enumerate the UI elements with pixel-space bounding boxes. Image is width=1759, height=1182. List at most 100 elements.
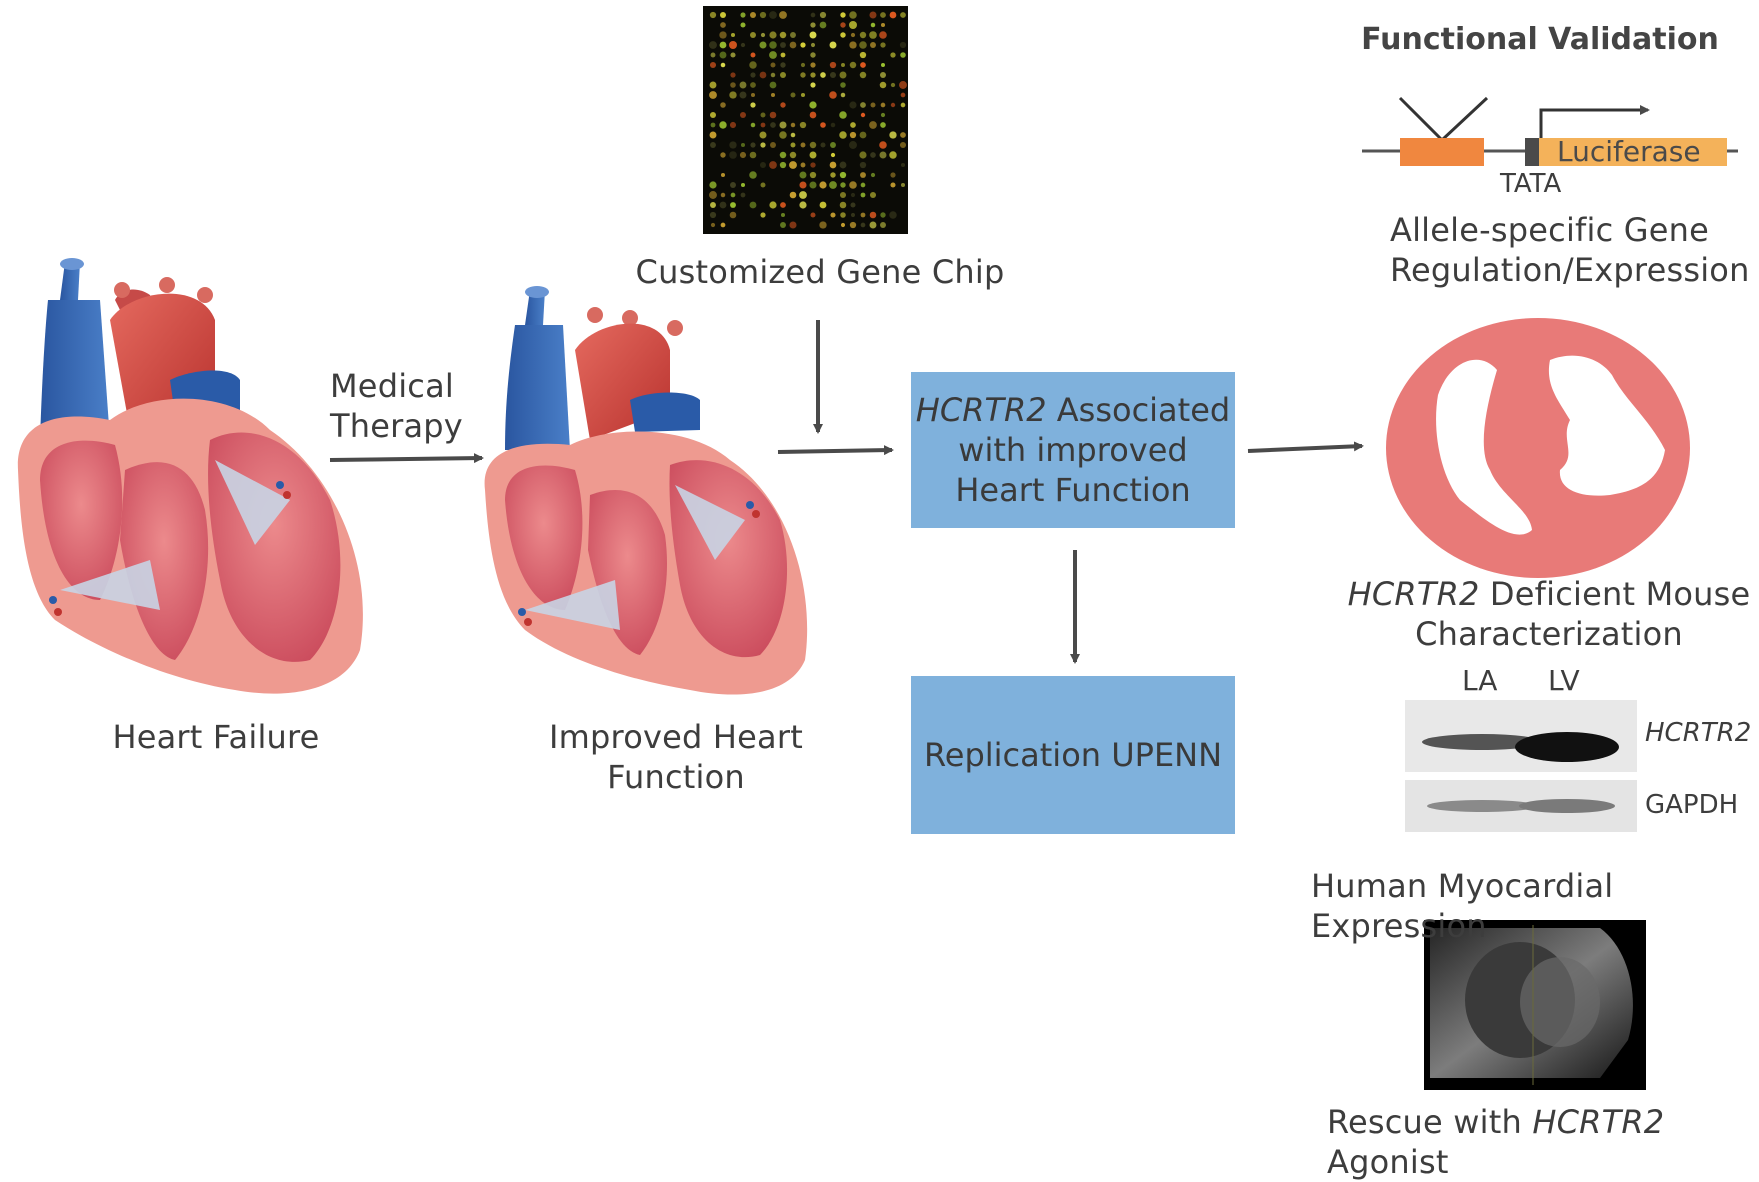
functional-validation-title: Functional Validation <box>1361 22 1719 57</box>
rescue-gene: HCRTR2 <box>1532 1103 1665 1141</box>
chip-spot <box>809 171 817 179</box>
chip-spot <box>850 192 856 198</box>
chip-spot <box>899 41 907 49</box>
assoc-box-line1-rest: Associated <box>1046 391 1231 429</box>
chip-spot <box>860 172 866 178</box>
chip-spot <box>800 62 806 68</box>
chip-spot <box>780 62 786 68</box>
allele-caption-line2: Regulation/Expression <box>1390 251 1750 289</box>
chip-spot <box>779 151 787 159</box>
mouse-caption-line1: HCRTR2 Deficient Mouse <box>1340 574 1758 614</box>
chip-spot <box>730 82 736 88</box>
chip-spot <box>730 52 736 58</box>
chip-spot <box>859 161 867 169</box>
chip-spot <box>750 122 756 128</box>
chip-spot <box>870 152 876 158</box>
chip-spot <box>780 102 786 108</box>
chip-spot <box>869 31 877 39</box>
chip-spot <box>710 202 716 208</box>
chip-spot <box>810 22 816 28</box>
mouse-caption-gene: HCRTR2 <box>1347 575 1480 613</box>
chip-spot <box>810 62 816 68</box>
chip-spot <box>720 152 726 158</box>
chip-spot <box>899 141 907 149</box>
chip-spot <box>850 32 856 38</box>
chip-spot <box>800 142 806 148</box>
chip-spot <box>810 52 816 58</box>
chip-spot <box>889 151 897 159</box>
chip-spot <box>810 212 816 218</box>
chip-spot <box>720 222 726 228</box>
chip-spot <box>770 62 776 68</box>
chip-spot <box>719 41 727 49</box>
chip-spot <box>790 32 796 38</box>
assoc-box-gene: HCRTR2 <box>915 391 1047 429</box>
western-blot <box>1405 700 1637 832</box>
chip-spot <box>860 212 866 218</box>
chip-spot <box>900 162 906 168</box>
chip-spot <box>880 212 886 218</box>
chip-spot <box>890 82 896 88</box>
chip-spot <box>749 171 757 179</box>
replication-box: Replication UPENN <box>911 676 1235 834</box>
chip-spot <box>780 52 786 58</box>
chip-spot <box>789 161 797 169</box>
chip-spot <box>859 71 867 79</box>
chip-spot <box>860 192 866 198</box>
chip-spot <box>769 161 777 169</box>
chip-spot <box>879 151 887 159</box>
chip-spot <box>760 212 766 218</box>
chip-spot <box>890 102 896 108</box>
chip-spot <box>759 131 767 139</box>
diagram-canvas <box>17 6 1738 1090</box>
chip-spot <box>840 12 846 18</box>
chip-spot <box>870 42 876 48</box>
chip-spot <box>709 191 717 199</box>
chip-spot <box>720 102 726 108</box>
chip-spot <box>839 201 847 209</box>
chip-spot <box>829 61 837 69</box>
chip-spot <box>880 112 886 118</box>
chip-spot <box>719 201 727 209</box>
chip-spot <box>809 31 817 39</box>
chip-spot <box>800 92 806 98</box>
chip-spot <box>730 192 736 198</box>
chip-spot <box>769 51 777 59</box>
chip-spot <box>780 222 786 228</box>
chip-spot <box>820 142 826 148</box>
chip-spot <box>759 41 767 49</box>
chip-spot <box>839 131 847 139</box>
improved-heart-label-line2: Function <box>607 758 745 796</box>
chip-spot <box>730 32 736 38</box>
chip-spot <box>840 182 846 188</box>
chip-spot <box>750 102 756 108</box>
mouse-caption-line2: Characterization <box>1415 615 1683 653</box>
mouse-caption-line1-rest: Deficient Mouse <box>1479 575 1751 613</box>
chip-spot <box>890 52 896 58</box>
chip-spot <box>770 142 776 148</box>
blot-col-la: LA <box>1462 664 1498 697</box>
rescue-suffix: Agonist <box>1327 1143 1449 1181</box>
arrow-to-mouse <box>1247 441 1364 453</box>
chip-spot <box>840 222 846 228</box>
mouse-heart-section <box>1386 318 1690 578</box>
chip-spot <box>729 211 737 219</box>
chip-spot <box>859 31 867 39</box>
chip-spot <box>880 62 886 68</box>
chip-spot <box>839 111 847 119</box>
chip-spot <box>830 212 836 218</box>
chip-spot <box>719 51 727 59</box>
chip-spot <box>780 72 786 78</box>
chip-spot <box>810 42 816 48</box>
chip-spot <box>880 102 886 108</box>
chip-spot <box>790 92 796 98</box>
chip-spot <box>769 201 777 209</box>
chip-spot <box>840 32 846 38</box>
chip-spot <box>889 131 897 139</box>
tata-label: TATA <box>1500 169 1562 199</box>
chip-spot <box>739 151 747 159</box>
chip-spot <box>789 151 797 159</box>
chip-spot <box>709 81 717 89</box>
chip-spot <box>750 32 756 38</box>
chip-spot <box>880 72 886 78</box>
